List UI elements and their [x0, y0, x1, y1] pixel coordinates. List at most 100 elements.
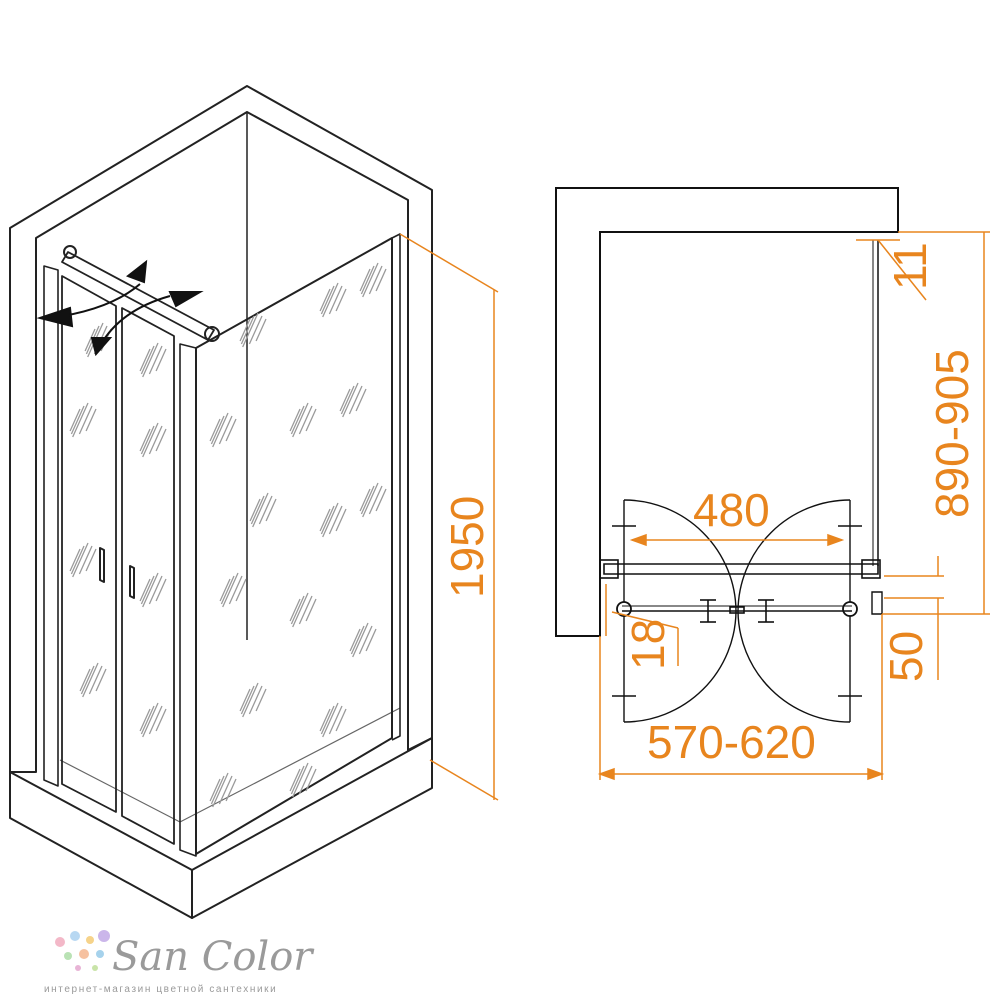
glass-hatch-line — [148, 705, 163, 735]
glass-hatch-line — [222, 572, 239, 608]
width-label: 570-620 — [647, 716, 816, 768]
glass-hatch-line — [255, 318, 267, 342]
profile-label: 18 — [622, 619, 674, 670]
glass-hatch-line — [70, 545, 85, 575]
rail-end-left — [599, 559, 619, 579]
glass-hatch-line — [140, 575, 155, 605]
glass-hatch-line — [148, 425, 163, 455]
glass-hatch-line — [255, 688, 267, 712]
glass-hatch-line — [362, 482, 379, 518]
glass-hatch-line — [78, 405, 93, 435]
glass-hatch-line — [328, 285, 343, 315]
glass-hatch-line — [69, 548, 81, 572]
glass-hatch-line — [348, 385, 363, 415]
logo-brand: San Color — [112, 934, 315, 980]
swing-arc-left-open-in — [623, 499, 737, 612]
glass-hatch-line — [139, 428, 151, 452]
glass-hatch-line — [72, 542, 89, 578]
height-extension-top — [399, 233, 499, 293]
glass-hatch-line — [305, 598, 317, 622]
glass-hatch-line — [139, 708, 151, 732]
glass-hatch-line — [360, 265, 375, 295]
glass-hatch-line — [340, 385, 355, 415]
glass-hatch-line — [368, 485, 383, 515]
glass-hatch-line — [209, 418, 221, 442]
glass-hatch-line — [155, 348, 167, 372]
side-glass-panel — [195, 237, 393, 855]
glass-hatch-line — [240, 315, 255, 345]
glass-hatch-line — [375, 488, 387, 512]
front-door-left — [61, 275, 117, 813]
swing-arc-right-open-out — [737, 610, 851, 723]
swing-width-arrow-left — [629, 533, 647, 547]
glass-hatch-line — [140, 705, 155, 735]
corner-profile — [871, 591, 883, 615]
glass-hatch-line — [375, 268, 387, 292]
glass-hatch-line — [88, 665, 103, 695]
swing-width-arrow-right — [827, 533, 845, 547]
glass-hatch-line — [220, 575, 235, 605]
glass-hatch-line — [248, 315, 263, 345]
swing-arc-right-open-in — [737, 499, 851, 612]
glass-hatch-line — [305, 408, 317, 432]
glass-hatch-line — [212, 412, 229, 448]
offset-label: 50 — [880, 631, 932, 682]
top-bar-end-left — [63, 245, 77, 259]
glass-hatch-line — [249, 498, 261, 522]
glass-hatch-line — [248, 685, 263, 715]
swing-arc-left-open-out — [623, 610, 737, 723]
glass-hatch-line — [142, 702, 159, 738]
outer-wall-outline — [9, 85, 433, 773]
glass-hatch-line — [290, 595, 305, 625]
glass-hatch-line — [212, 772, 229, 808]
glass-hatch-line — [142, 422, 159, 458]
glass-hatch-line — [349, 628, 361, 652]
height-label: 1950 — [441, 496, 493, 598]
glass-hatch-line — [359, 268, 371, 292]
width-arrow-left — [597, 767, 615, 781]
glass-hatch-line — [142, 342, 159, 378]
isometric-view — [9, 85, 433, 919]
glass-hatch-line — [265, 498, 277, 522]
glass-hatch-line — [250, 495, 265, 525]
glass-hatch-line — [358, 625, 373, 655]
glass-hatch-line — [210, 775, 225, 805]
glass-hatch-line — [210, 415, 225, 445]
glass-hatch-line — [355, 388, 367, 412]
brand-logo: San Color интернет-магазин цветной санте… — [44, 930, 315, 995]
glass-hatch-line — [335, 288, 347, 312]
glass-hatch-line — [298, 765, 313, 795]
hinge-right — [842, 601, 858, 617]
glass-hatch-line — [235, 578, 247, 602]
glass-hatch-line — [298, 405, 313, 435]
shower-tray — [9, 771, 193, 919]
glass-hatch-line — [292, 592, 309, 628]
glass-hatch-line — [240, 685, 255, 715]
glass-hatch-line — [218, 775, 233, 805]
glass-hatch-line — [258, 495, 273, 525]
shower-tray-front — [191, 737, 433, 919]
glass-hatch-line — [339, 388, 351, 412]
handle-right — [129, 565, 135, 599]
glass-hatch-line — [290, 405, 305, 435]
plan-wall — [555, 187, 899, 637]
glass-hatch-line — [319, 508, 331, 532]
arrow-head-right — [168, 291, 204, 308]
glass-hatch-line — [80, 665, 95, 695]
height-extension-bottom — [429, 759, 499, 801]
glass-hatch-line — [335, 508, 347, 532]
glass-hatch-line — [322, 502, 339, 538]
front-left-profile — [43, 265, 59, 787]
glass-hatch-line — [319, 708, 331, 732]
side-panel-profile-left — [179, 343, 197, 857]
glass-hatch-line — [335, 708, 347, 732]
glass-hatch-line — [142, 572, 159, 608]
glass-hatch-line — [292, 762, 309, 798]
swing-arrows — [36, 259, 204, 357]
glass-hatch-line — [350, 625, 365, 655]
glass-hatch-line — [209, 778, 221, 802]
glass-hatch-line — [365, 628, 377, 652]
arrow-head-left — [36, 306, 74, 328]
glass-hatch-line — [225, 418, 237, 442]
